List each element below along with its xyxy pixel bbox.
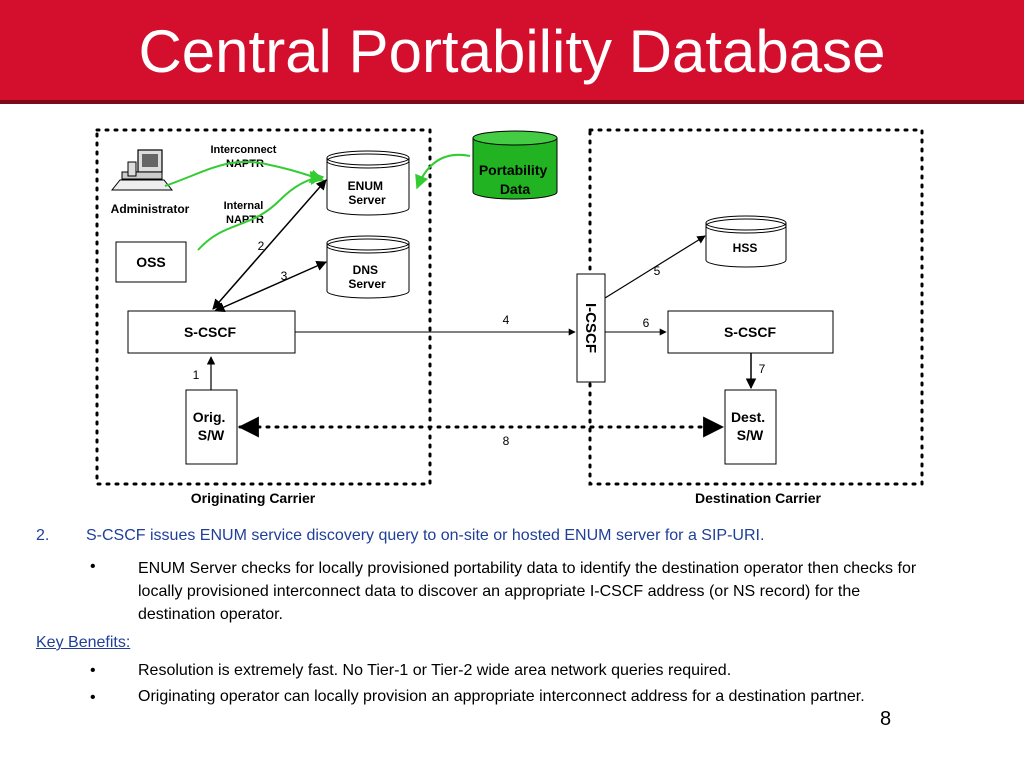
point-number: 2. [36,527,50,544]
step-number: 4 [503,313,510,327]
portability-data-arrow [415,153,471,190]
arrow-step-5 [604,235,706,299]
portability-diagram: Administrator Interconnect NAPTR Interna… [95,128,924,506]
benefit-text: Originating operator can locally provisi… [138,688,865,705]
step-number: 8 [503,434,510,448]
oss-label: OSS [136,254,166,270]
i-cscf-box [576,273,606,383]
portability-data-store: Portability Data [472,130,558,200]
point-text: S-CSCF issues ENUM service discovery que… [86,527,765,544]
benefit-text: Resolution is extremely fast. No Tier-1 … [138,662,732,679]
slide-title: Central Portability Database [138,18,886,85]
point-bullet-text: ENUM Server checks for locally provision… [138,560,917,623]
dest-sw-box [724,389,777,465]
i-cscf-label: I-CSCF [582,303,599,353]
step-number: 2 [258,239,265,253]
page-number: 8 [880,708,892,730]
svg-text:Portability Data: Portability Data [479,162,551,197]
originating-carrier-boundary [95,128,432,486]
svg-text:DNS Server: DNS Server [348,263,386,291]
orig-sw-label: Orig. S/W [193,409,230,443]
dest-sw-label: Dest. S/W [731,409,769,443]
bullet-marker: • [90,662,96,679]
title-bar: Central Portability Database [0,0,1024,104]
step-number: 5 [654,264,661,278]
dns-server: DNS Server [326,235,410,299]
destination-carrier-label: Destination Carrier [695,490,822,506]
s-cscf-dest-label: S-CSCF [724,324,777,340]
bullet-marker: • [90,558,96,575]
svg-text:HSS: HSS [733,241,758,255]
originating-carrier-label: Originating Carrier [191,490,316,506]
interconnect-naptr-label: Interconnect NAPTR [210,144,279,170]
svg-text:ENUM Server: ENUM Server [348,179,387,207]
step-number: 1 [193,368,200,382]
step-number: 7 [759,362,766,376]
key-benefits-heading: Key Benefits: [36,634,131,651]
s-cscf-orig-box [127,310,296,354]
interconnect-naptr-arrow [164,160,325,187]
orig-sw-box [185,389,238,465]
bullet-marker: • [90,689,96,706]
s-cscf-orig-label: S-CSCF [184,324,237,340]
arrow-step-3 [214,261,327,312]
hss-server: HSS [705,215,787,268]
enum-server: ENUM Server [326,150,410,216]
oss-box [115,241,187,283]
s-cscf-dest-box [667,310,834,354]
step-number: 3 [281,269,288,283]
administrator-label: Administrator [111,202,190,216]
step-number: 6 [643,316,650,330]
computer-icon [110,149,174,191]
